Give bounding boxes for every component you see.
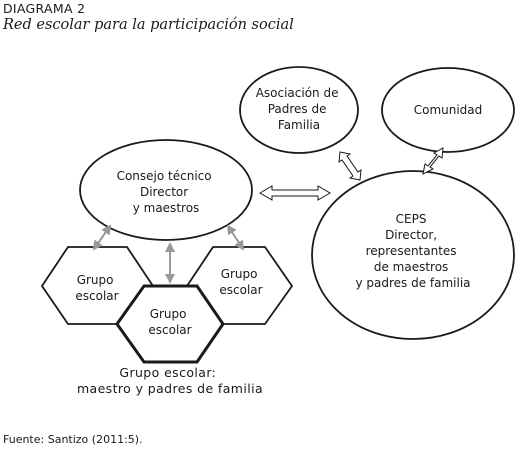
diagram-caption: Grupo escolar: maestro y padres de famil… [77, 365, 263, 396]
consejo-label: Consejo técnico Director y maestros [117, 169, 216, 215]
source-note: Fuente: Santizo (2011:5). [3, 433, 143, 446]
grupo-right-label: Grupo escolar [219, 267, 262, 297]
diagram-title: Red escolar para la participación social [3, 17, 294, 33]
asociacion-node [239, 66, 359, 154]
arrow-consejo-grupo-left [92, 224, 112, 251]
arrow-comunidad-ceps [422, 147, 444, 175]
arrow-consejo-grupo-right [226, 224, 245, 251]
arrow-asociacion-ceps [338, 151, 362, 181]
consejo-node [79, 139, 253, 241]
comunidad-label: Comunidad [414, 103, 483, 117]
ceps-node [311, 170, 515, 340]
diagram-number: DIAGRAMA 2 [3, 1, 86, 16]
arrow-consejo-ceps [259, 185, 331, 201]
grupo-center-node [115, 284, 225, 364]
asociacion-label: Asociación de Padres de Familia Familia [256, 86, 343, 132]
comunidad-node [381, 67, 515, 153]
grupo-left-label: Grupo escolar [75, 273, 118, 303]
grupo-center-label: Grupo escolar [148, 307, 191, 337]
ceps-label: CEPS Director, representantes de maestro… [355, 212, 470, 290]
